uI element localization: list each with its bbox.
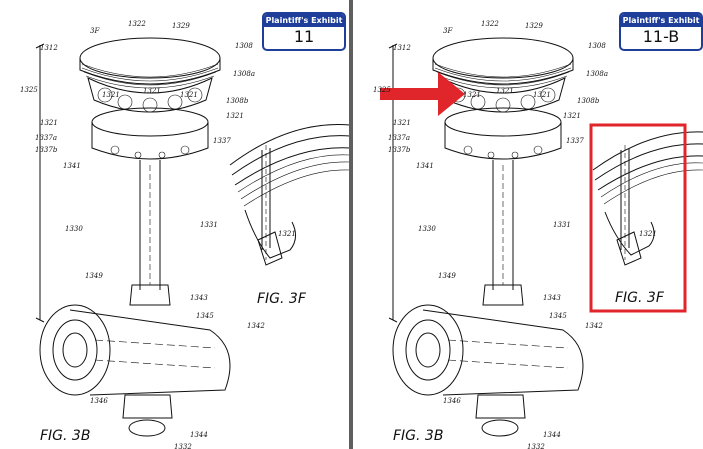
ref-1308b: 1308b bbox=[577, 97, 600, 105]
exhibit-page-11-b: 3F 1312 1322 1329 1308 1308a 1325 1321 1… bbox=[353, 0, 703, 449]
ref-3F: 3F bbox=[90, 27, 100, 35]
ref-1312: 1312 bbox=[393, 44, 411, 52]
ref-1329: 1329 bbox=[525, 22, 543, 30]
exhibit-page-11: 3F 1312 1322 1329 1308 1308a 1325 1321 1… bbox=[0, 0, 350, 449]
ref-1337b: 1337b bbox=[35, 146, 58, 154]
ref-1325: 1325 bbox=[373, 86, 391, 94]
ref-1321: 1321 bbox=[226, 112, 244, 120]
ref-1331: 1331 bbox=[200, 221, 218, 229]
detail-disc bbox=[229, 124, 350, 186]
ref-1343: 1343 bbox=[190, 294, 208, 302]
ref-1312: 1312 bbox=[40, 44, 58, 52]
ref-1321: 1321 bbox=[563, 112, 581, 120]
ref-1343: 1343 bbox=[543, 294, 561, 302]
ref-1321: 1321 bbox=[496, 87, 514, 95]
ref-1321: 1321 bbox=[639, 230, 657, 238]
ref-1332: 1332 bbox=[174, 443, 192, 449]
ref-1321: 1321 bbox=[40, 119, 58, 127]
ref-3F: 3F bbox=[443, 27, 453, 35]
ref-1330: 1330 bbox=[65, 225, 83, 233]
ref-1346: 1346 bbox=[443, 397, 461, 405]
ref-1308b: 1308b bbox=[226, 97, 249, 105]
dimension-bracket bbox=[35, 43, 45, 323]
shaft bbox=[139, 160, 161, 290]
ref-1321: 1321 bbox=[278, 230, 296, 238]
detail-disc bbox=[592, 131, 703, 191]
fig-3b-label: FIG. 3B bbox=[393, 428, 443, 444]
patent-drawing: 3F 1312 1322 1329 1308 1308a 1325 1321 1… bbox=[373, 20, 703, 449]
exhibit-sticker: Plaintiff's Exhibit 11-B bbox=[619, 12, 703, 51]
ref-1322: 1322 bbox=[481, 20, 499, 28]
nut-1344 bbox=[122, 394, 173, 419]
red-arrow-icon bbox=[380, 72, 465, 116]
exhibit-number: 11-B bbox=[642, 27, 680, 46]
ref-1346: 1346 bbox=[90, 397, 108, 405]
nut-1343 bbox=[129, 284, 171, 306]
ref-1321: 1321 bbox=[393, 119, 411, 127]
ref-1344: 1344 bbox=[190, 431, 208, 439]
ref-1331: 1331 bbox=[553, 221, 571, 229]
highlight-box bbox=[589, 123, 687, 313]
ref-1342: 1342 bbox=[585, 322, 603, 330]
ref-1332: 1332 bbox=[527, 443, 545, 449]
ref-1342: 1342 bbox=[247, 322, 265, 330]
ref-1329: 1329 bbox=[172, 22, 190, 30]
ref-1341: 1341 bbox=[63, 162, 81, 170]
ref-1341: 1341 bbox=[416, 162, 434, 170]
ref-1321: 1321 bbox=[143, 87, 161, 95]
fig-3b-label: FIG. 3B bbox=[40, 428, 90, 444]
ref-1308a: 1308a bbox=[233, 70, 255, 78]
ref-1337b: 1337b bbox=[388, 146, 411, 154]
fig-3f-label: FIG. 3F bbox=[257, 291, 307, 307]
ref-1337a: 1337a bbox=[35, 134, 57, 142]
top-disc bbox=[79, 37, 221, 79]
ref-1321: 1321 bbox=[463, 91, 481, 99]
ref-1321: 1321 bbox=[102, 91, 120, 99]
ref-1321: 1321 bbox=[180, 91, 198, 99]
ref-1349: 1349 bbox=[438, 272, 456, 280]
housing-end bbox=[39, 304, 111, 396]
ref-1337: 1337 bbox=[566, 137, 584, 145]
ref-1325: 1325 bbox=[20, 86, 38, 94]
ref-1308a: 1308a bbox=[586, 70, 608, 78]
ref-1337: 1337 bbox=[213, 137, 231, 145]
ref-1330: 1330 bbox=[418, 225, 436, 233]
housing-1342 bbox=[69, 309, 231, 396]
page-divider bbox=[349, 0, 353, 449]
ref-1321: 1321 bbox=[533, 91, 551, 99]
ref-1345: 1345 bbox=[196, 312, 214, 320]
ref-1349: 1349 bbox=[85, 272, 103, 280]
exhibit-sticker: Plaintiff's Exhibit 11 bbox=[262, 12, 346, 51]
exhibit-number: 11 bbox=[293, 27, 315, 46]
ref-1308: 1308 bbox=[235, 42, 253, 50]
ref-1308: 1308 bbox=[588, 42, 606, 50]
detail-shaft bbox=[261, 148, 271, 250]
exhibit-title: Plaintiff's Exhibit bbox=[264, 14, 344, 27]
patent-drawing: 3F 1312 1322 1329 1308 1308a 1325 1321 1… bbox=[20, 20, 350, 449]
ref-1345: 1345 bbox=[549, 312, 567, 320]
ref-1337a: 1337a bbox=[388, 134, 410, 142]
ref-1344: 1344 bbox=[543, 431, 561, 439]
exhibit-title: Plaintiff's Exhibit bbox=[621, 14, 701, 27]
fig-3f-label: FIG. 3F bbox=[615, 290, 665, 306]
ref-1322: 1322 bbox=[128, 20, 146, 28]
